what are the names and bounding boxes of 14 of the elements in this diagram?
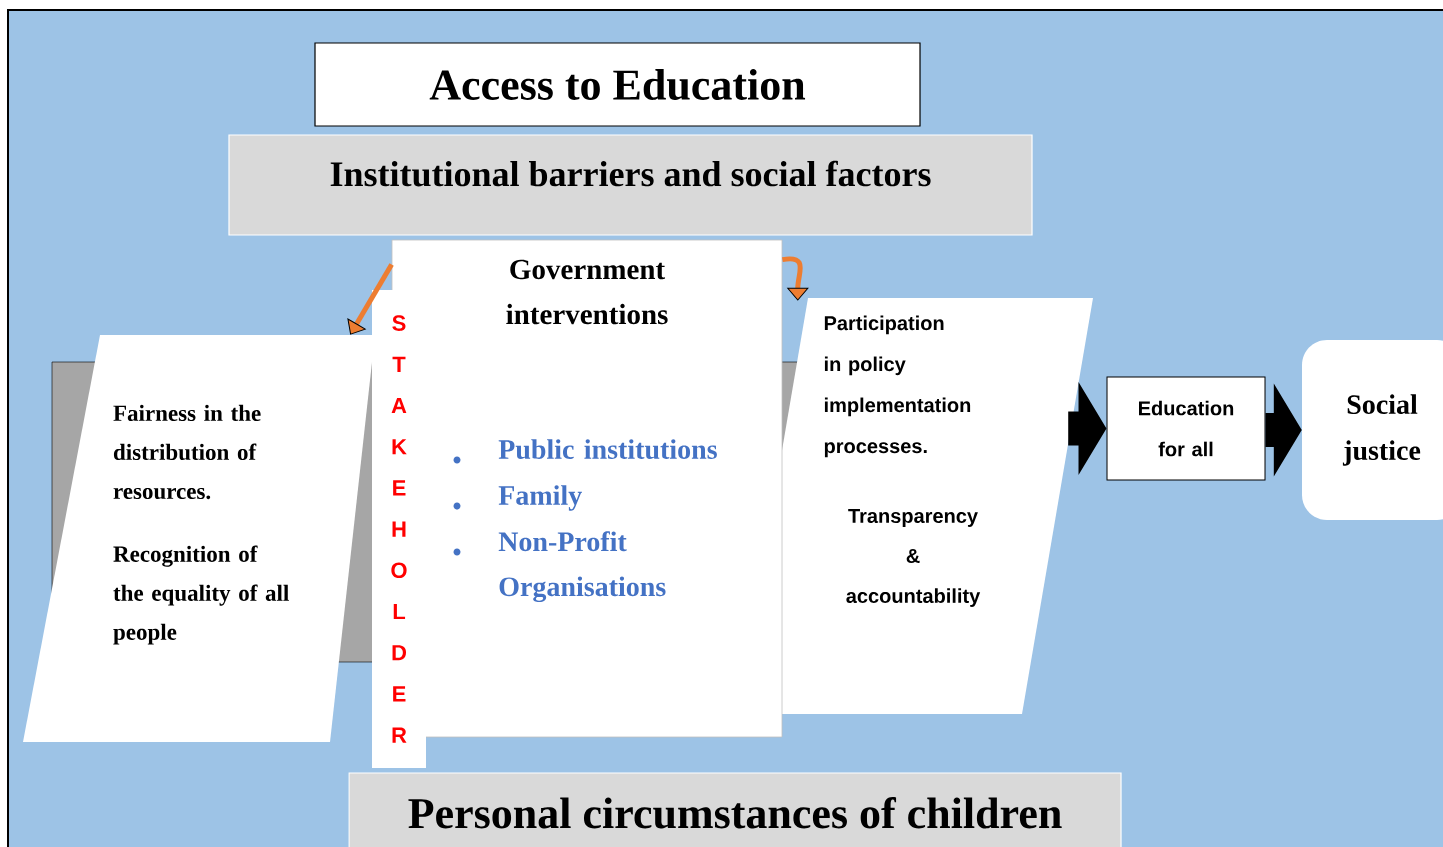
bullet-item: Family — [453, 485, 582, 511]
parallelogram-panel: Participation in policy implementation processes. Transparency & accountability — [737, 298, 1093, 714]
outcome-box: Social justice — [1302, 340, 1443, 520]
heading-band: Institutional barriers and social factors — [228, 134, 1033, 236]
bullet-item: Non-Profit Organisations — [453, 531, 666, 603]
arrow — [347, 263, 394, 335]
outcome-box: Education for all — [1106, 376, 1266, 481]
bullet-item: Public institutions — [453, 439, 717, 464]
node-label: Participation in policy implementation processes. — [824, 315, 971, 458]
node-label: Transparency & accountability — [846, 509, 981, 607]
arrow — [782, 256, 809, 301]
heading-band: Personal circumstances of children — [348, 772, 1122, 847]
vertical-label-strip: STAKEHOLDER — [372, 290, 426, 768]
title-box: Access to Education — [314, 42, 921, 127]
